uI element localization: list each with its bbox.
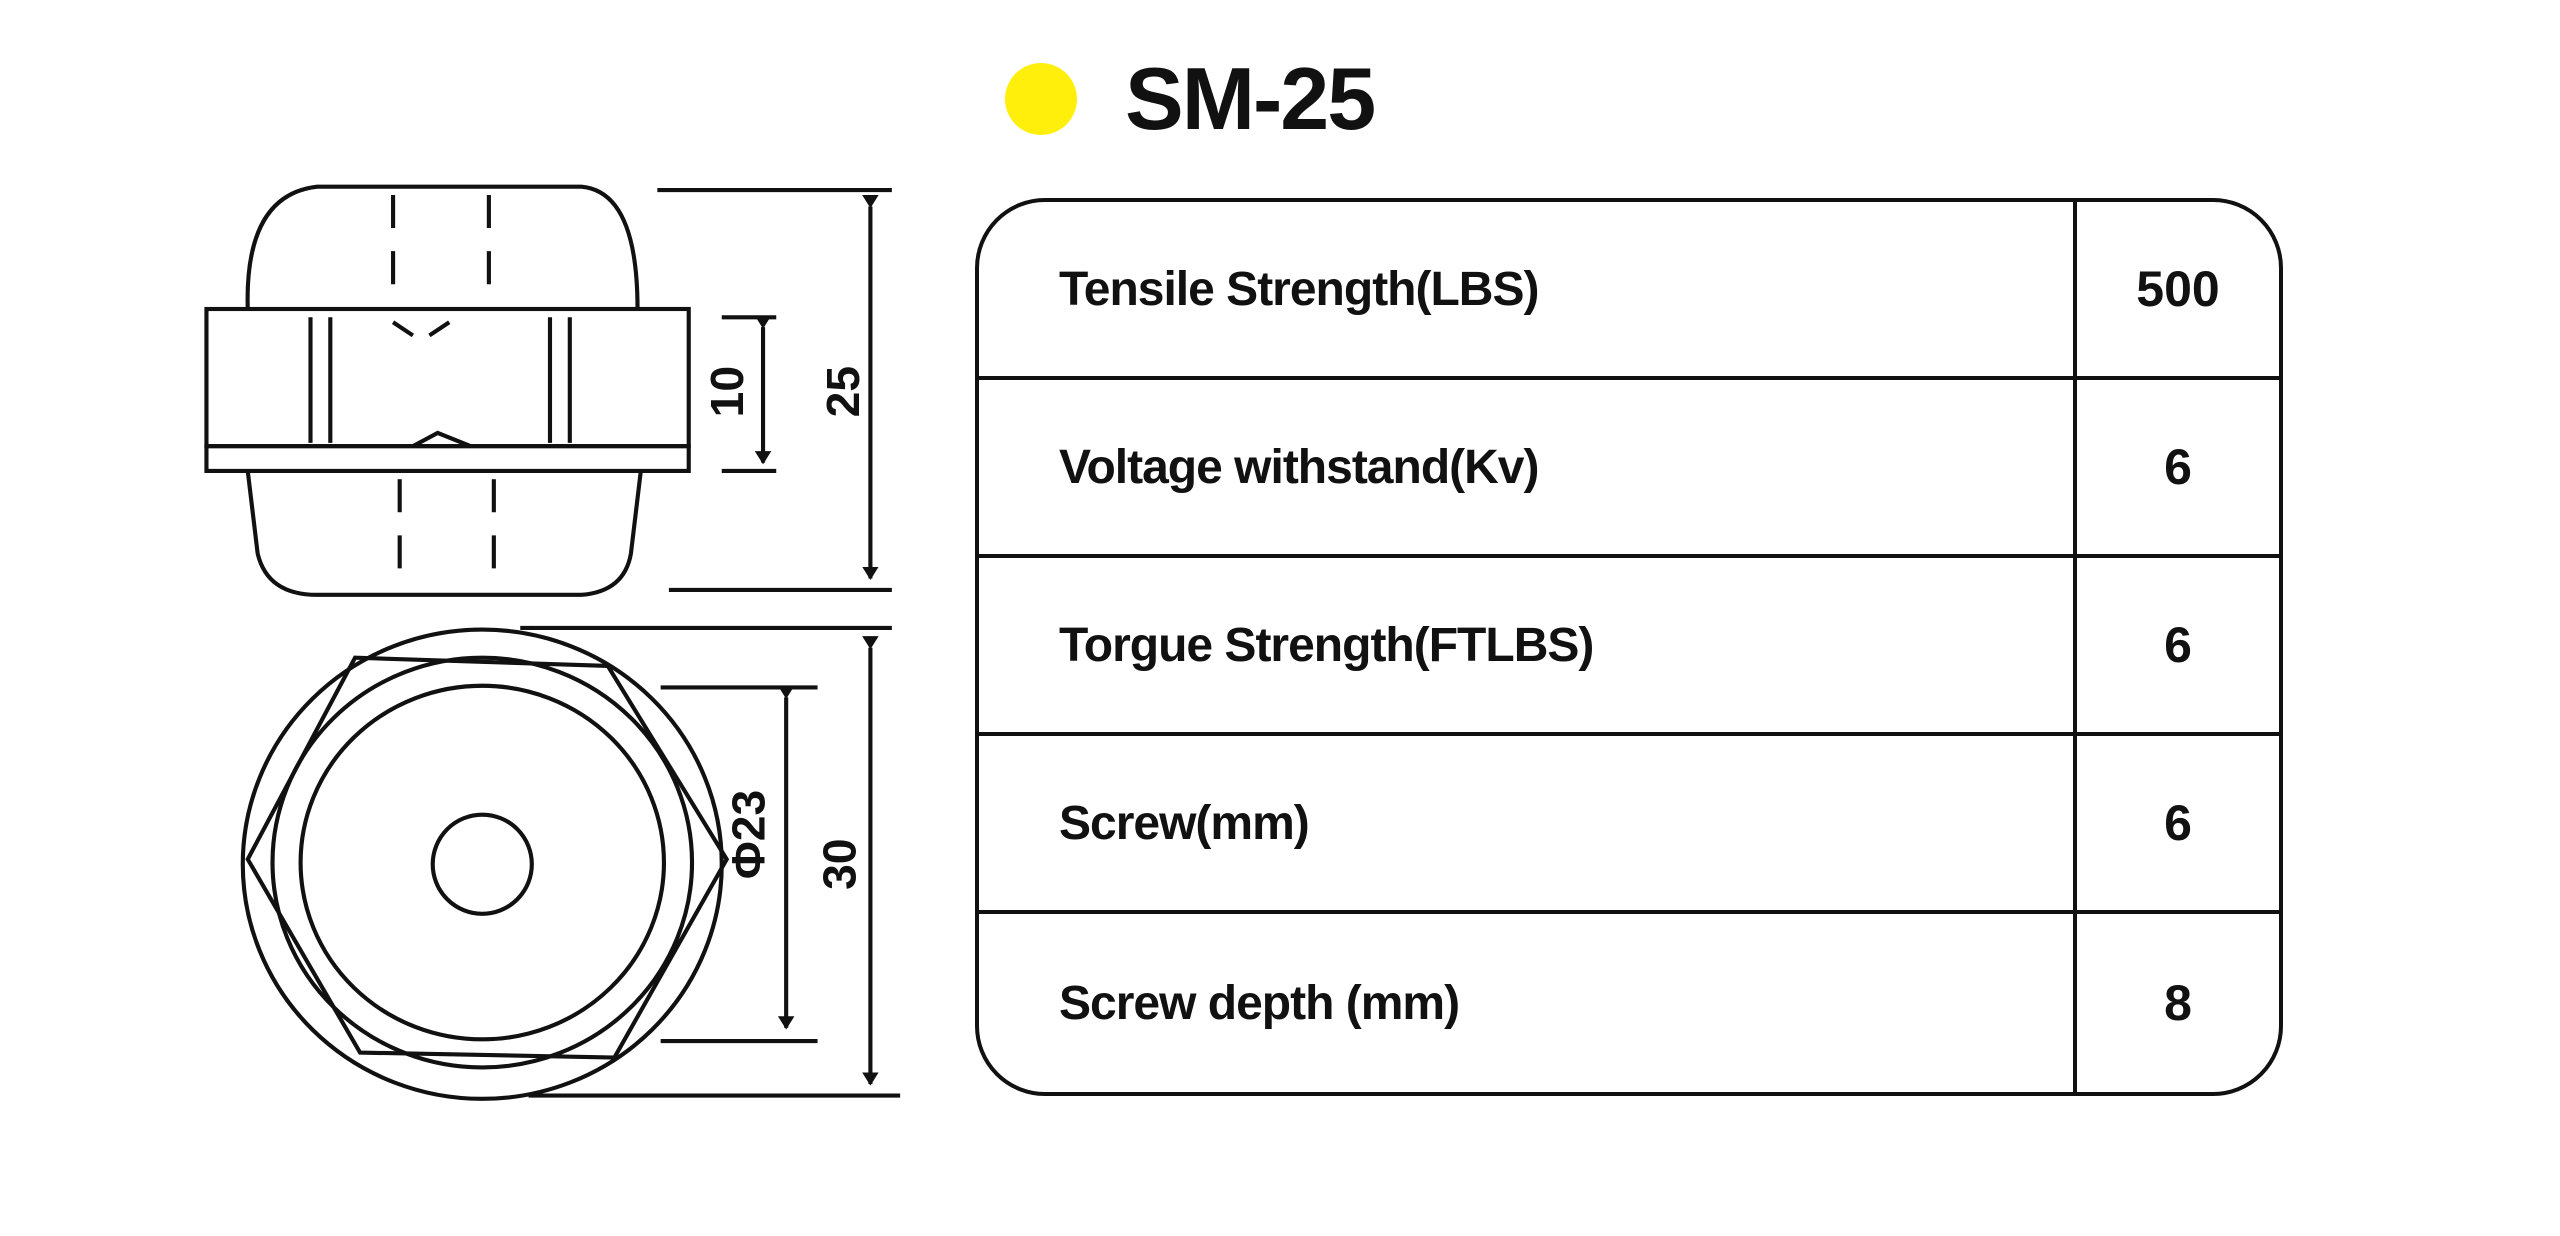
spec-label: Tensile Strength(LBS) <box>979 202 2077 376</box>
dimension-label-10: 10 <box>701 366 753 417</box>
spec-label: Voltage withstand(Kv) <box>979 380 2077 554</box>
table-row: Voltage withstand(Kv) 6 <box>979 380 2279 558</box>
spec-table: Tensile Strength(LBS) 500 Voltage withsta… <box>975 198 2283 1096</box>
dimension-label-30: 30 <box>814 838 866 889</box>
table-row: Screw(mm) 6 <box>979 736 2279 914</box>
side-view <box>204 184 691 597</box>
dimension-lines <box>520 187 901 1098</box>
spec-label: Screw(mm) <box>979 736 2077 910</box>
yellow-dot-icon <box>1005 63 1077 135</box>
dimension-label-25: 25 <box>817 366 869 417</box>
spec-value: 6 <box>2164 795 2192 851</box>
model-name: SM-25 <box>1125 49 1376 148</box>
dimension-label-phi23: Φ23 <box>723 790 775 879</box>
table-row: Torgue Strength(FTLBS) 6 <box>979 558 2279 736</box>
spec-label: Torgue Strength(FTLBS) <box>979 558 2077 732</box>
spec-value: 500 <box>2136 261 2220 317</box>
table-row: Tensile Strength(LBS) 500 <box>979 202 2279 380</box>
spec-value: 6 <box>2164 439 2192 495</box>
spec-label: Screw depth (mm) <box>979 914 2077 1092</box>
product-title: SM-25 <box>1005 48 1376 150</box>
spec-value: 6 <box>2164 617 2192 673</box>
table-row: Screw depth (mm) 8 <box>979 914 2279 1092</box>
top-view <box>240 627 730 1101</box>
spec-value: 8 <box>2164 975 2192 1031</box>
